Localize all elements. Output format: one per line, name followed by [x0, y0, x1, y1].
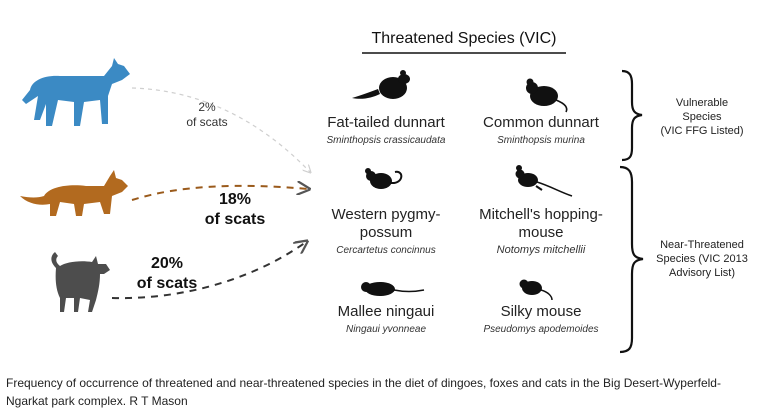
species-scientific-name: Sminthopsis crassicaudata: [326, 135, 446, 146]
species-common-dunnart: Common dunnart Sminthopsis murina: [456, 114, 626, 147]
species-western-pygmy-possum: Western pygmy- possum Cercartetus concin…: [296, 206, 476, 257]
near-threatened-brace: [619, 165, 644, 354]
species-scientific-name: Sminthopsis murina: [497, 135, 585, 146]
species-name: Mallee ningaui: [337, 303, 435, 320]
possum-icon: [365, 168, 403, 189]
species-name-line-2: mouse: [518, 224, 564, 241]
hopping-mouse-icon: [515, 165, 573, 197]
dingo-arrow: [131, 87, 310, 172]
diagram-title: Threatened Species (VIC): [371, 30, 557, 47]
fox-percent-value: 18%: [218, 191, 252, 208]
species-fat-tailed-dunnart: Fat-tailed dunnart Sminthopsis crassicau…: [296, 114, 476, 147]
fox-percent-unit: of scats: [204, 211, 266, 228]
dingo-percent-value: 2%: [198, 100, 216, 114]
species-scientific-name: Ningaui yvonneae: [345, 324, 427, 335]
figure-caption: Frequency of occurrence of threatened an…: [6, 376, 721, 408]
species-silky-mouse: Silky mouse Pseudomys apodemoides: [456, 303, 626, 336]
dingo-icon: [22, 58, 130, 126]
species-scientific-name: Cercartetus concinnus: [336, 245, 436, 256]
category-label-line: Advisory List): [668, 267, 736, 279]
ningaui-icon: [361, 282, 425, 296]
cat-arrow: [111, 242, 306, 300]
species-mallee-ningaui: Mallee ningaui Ningaui yvonneae: [296, 303, 476, 336]
vulnerable-brace: [621, 69, 643, 162]
species-name: Mitchell's hopping-: [479, 206, 603, 223]
category-vulnerable: Vulnerable Species (VIC FFG Listed): [646, 96, 758, 138]
mouse-icon: [526, 78, 568, 113]
species-name: Western pygmy-: [331, 206, 441, 223]
species-name: Fat-tailed dunnart: [327, 114, 445, 131]
fox-arrow: [131, 186, 308, 201]
diagram: Threatened Species (VIC) 2% of scats 18%…: [20, 30, 758, 354]
category-label-line: Vulnerable: [675, 97, 729, 109]
cat-percent-unit: of scats: [136, 275, 198, 292]
dingo-percent-unit: of scats: [186, 115, 228, 129]
species-mitchells-hopping-mouse: Mitchell's hopping- mouse Notomys mitche…: [456, 206, 626, 257]
species-name: Common dunnart: [483, 114, 599, 131]
category-label-line: Species: [682, 111, 722, 123]
category-label-line: Species (VIC 2013: [656, 253, 748, 265]
dunnart-icon: [352, 70, 410, 99]
category-label-line: Near-Threatened: [660, 239, 744, 251]
fox-icon: [20, 170, 128, 216]
cat-percent-value: 20%: [150, 255, 184, 272]
cat-percent: 20% of scats: [122, 254, 212, 294]
category-near-threatened: Near-Threatened Species (VIC 2013 Adviso…: [646, 238, 758, 280]
dingo-percent: 2% of scats: [172, 100, 242, 130]
fox-percent: 18% of scats: [190, 190, 280, 230]
cat-icon: [51, 252, 110, 312]
species-name-line-2: possum: [359, 224, 413, 241]
species-name: Silky mouse: [500, 303, 582, 320]
species-scientific-name: Notomys mitchellii: [496, 244, 586, 256]
silky-mouse-icon: [519, 279, 553, 301]
diagram-canvas: [20, 52, 644, 354]
species-scientific-name: Pseudomys apodemoides: [483, 324, 599, 335]
category-label-line: (VIC FFG Listed): [660, 125, 744, 137]
